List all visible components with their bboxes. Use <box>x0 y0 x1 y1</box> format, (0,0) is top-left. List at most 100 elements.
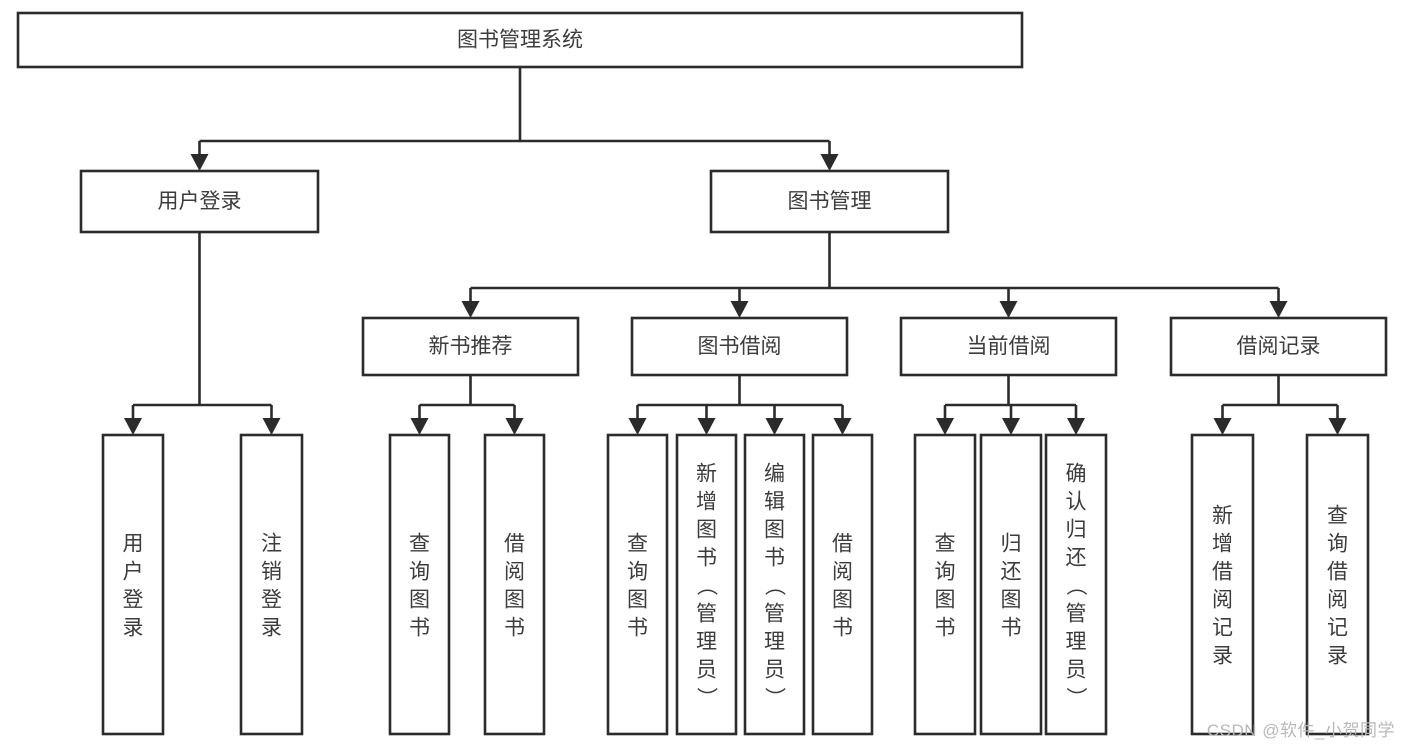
node-label-root: 图书管理系统 <box>457 29 583 52</box>
svg-text:用: 用 <box>123 532 144 555</box>
svg-text:借: 借 <box>504 532 525 555</box>
svg-text:阅: 阅 <box>832 560 853 583</box>
svg-text:询: 询 <box>935 560 956 583</box>
node-box-leaf-confirm-return <box>1044 433 1108 736</box>
node-label-current-borrow: 当前借阅 <box>967 335 1051 358</box>
svg-text:还: 还 <box>1066 546 1087 569</box>
node-user-login[interactable]: 用户登录 <box>79 169 320 234</box>
svg-text:理: 理 <box>764 630 785 653</box>
node-box-borrow-record <box>1169 316 1388 377</box>
svg-text:新: 新 <box>696 462 717 485</box>
svg-text:增: 增 <box>696 490 717 513</box>
svg-text:员: 员 <box>696 658 717 681</box>
svg-text:图: 图 <box>935 588 956 611</box>
svg-text:书: 书 <box>935 616 956 639</box>
node-box-leaf-logout <box>239 433 304 736</box>
svg-text:查: 查 <box>409 532 430 555</box>
svg-text:注: 注 <box>261 532 282 555</box>
arrow-head-icon <box>820 154 839 171</box>
node-box-leaf-query-record <box>1305 433 1370 736</box>
svg-text:阅: 阅 <box>1327 588 1348 611</box>
node-box-book-manage <box>709 169 950 234</box>
node-label-book-manage: 图书管理 <box>788 190 872 213</box>
arrow-head-icon <box>410 418 429 435</box>
arrow-head-icon <box>1002 418 1020 435</box>
node-box-leaf-user-login <box>101 433 165 736</box>
svg-text:借: 借 <box>1212 560 1233 583</box>
node-book-borrow[interactable]: 图书借阅 <box>630 316 849 377</box>
connector-group-current-borrow <box>936 375 1085 435</box>
node-box-book-borrow <box>630 316 849 377</box>
svg-text:登: 登 <box>261 588 282 611</box>
svg-text:还: 还 <box>1001 560 1022 583</box>
arrow-head-icon <box>628 418 647 435</box>
node-box-leaf-borrow-book-2 <box>811 433 874 736</box>
svg-text:书: 书 <box>696 546 717 569</box>
node-label-user-login: 用户登录 <box>158 190 242 213</box>
svg-text:阅: 阅 <box>1212 588 1233 611</box>
node-box-leaf-return-book <box>979 433 1043 736</box>
svg-text:管: 管 <box>764 602 785 625</box>
arrow-head-icon <box>1213 418 1232 435</box>
svg-text:图: 图 <box>832 588 853 611</box>
node-new-book-rec[interactable]: 新书推荐 <box>361 316 580 377</box>
node-layer: 图书管理系统用户登录图书管理新书推荐图书借阅当前借阅借阅记录用户登录注销登录查询… <box>16 11 1388 736</box>
node-box-leaf-query-book-1 <box>388 433 451 736</box>
arrow-head-icon <box>999 301 1018 318</box>
svg-text:（: （ <box>1064 575 1087 596</box>
arrow-head-icon <box>124 418 142 435</box>
svg-text:书: 书 <box>627 616 648 639</box>
svg-text:）: ） <box>1064 687 1087 708</box>
svg-text:书: 书 <box>1001 616 1022 639</box>
node-book-manage[interactable]: 图书管理 <box>709 169 950 234</box>
svg-text:记: 记 <box>1212 616 1233 639</box>
svg-text:查: 查 <box>935 532 956 555</box>
node-leaf-user-login[interactable]: 用户登录 <box>101 433 165 736</box>
node-current-borrow[interactable]: 当前借阅 <box>899 316 1118 377</box>
node-box-new-book-rec <box>361 316 580 377</box>
arrow-head-icon <box>833 418 852 435</box>
arrow-head-icon <box>505 418 524 435</box>
svg-text:管: 管 <box>1066 602 1087 625</box>
svg-text:记: 记 <box>1327 616 1348 639</box>
svg-text:录: 录 <box>261 616 282 639</box>
node-box-leaf-query-book-2 <box>606 433 669 736</box>
svg-text:书: 书 <box>504 616 525 639</box>
node-root[interactable]: 图书管理系统 <box>16 11 1024 69</box>
svg-text:辑: 辑 <box>764 490 785 513</box>
svg-text:书: 书 <box>764 546 785 569</box>
svg-text:）: ） <box>763 687 786 708</box>
arrow-head-icon <box>262 418 281 435</box>
svg-text:户: 户 <box>123 560 144 583</box>
connector-group-user-login <box>124 232 281 435</box>
svg-text:查: 查 <box>1327 504 1348 527</box>
svg-text:理: 理 <box>696 630 717 653</box>
svg-text:管: 管 <box>696 602 717 625</box>
node-borrow-record[interactable]: 借阅记录 <box>1169 316 1388 377</box>
svg-text:图: 图 <box>1001 588 1022 611</box>
connector-group-book-borrow <box>628 375 852 435</box>
svg-text:录: 录 <box>1327 644 1348 667</box>
